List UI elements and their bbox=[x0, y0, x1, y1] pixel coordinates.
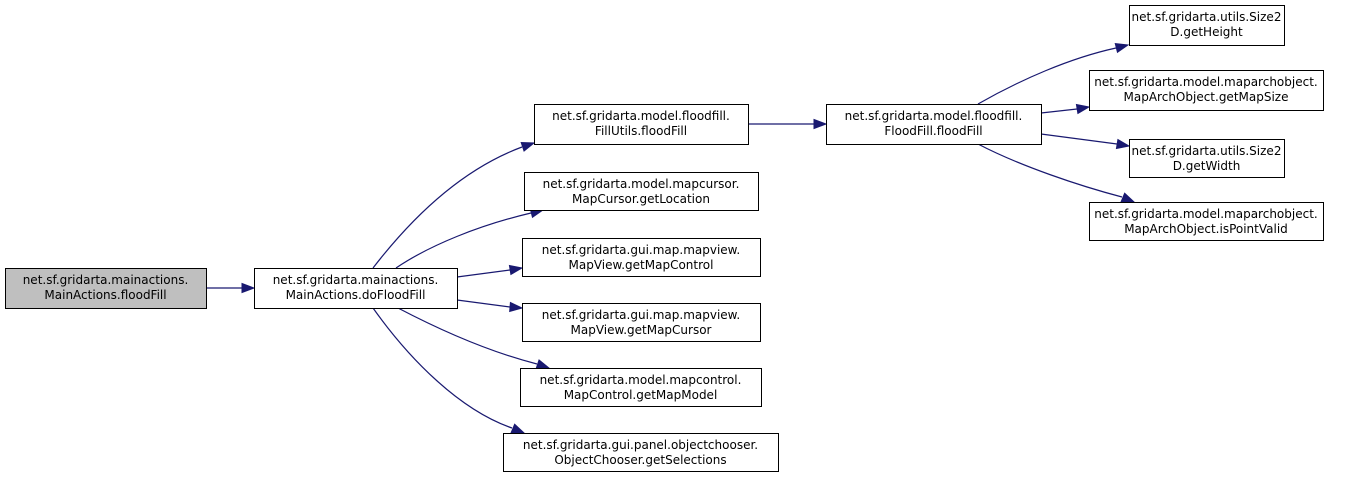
node-box[interactable] bbox=[522, 238, 761, 277]
arrowhead-icon bbox=[1114, 42, 1130, 54]
root-node[interactable]: net.sf.gridarta.mainactions.MainActions.… bbox=[5, 268, 207, 309]
node-package-label: net.sf.gridarta.model.maparchobject. bbox=[1094, 75, 1317, 89]
node-box[interactable] bbox=[534, 104, 749, 145]
node-package-label: net.sf.gridarta.model.floodfill. bbox=[845, 109, 1023, 123]
node-method-label: MapControl.getMapModel bbox=[564, 388, 718, 402]
node-method-label: D.getWidth bbox=[1173, 159, 1241, 173]
node-package-label: net.sf.gridarta.utils.Size2 bbox=[1132, 10, 1282, 24]
call-node[interactable]: net.sf.gridarta.mainactions.MainActions.… bbox=[254, 268, 458, 309]
call-node[interactable]: net.sf.gridarta.gui.map.mapview.MapView.… bbox=[522, 238, 761, 277]
edge-n1-n2 bbox=[372, 141, 536, 269]
edge-n1-n7 bbox=[372, 307, 526, 434]
node-method-label: D.getHeight bbox=[1170, 25, 1243, 39]
edge-n8-n9 bbox=[977, 42, 1130, 105]
edges-layer bbox=[206, 42, 1136, 434]
arrowhead-icon bbox=[241, 282, 256, 294]
arrowhead-icon bbox=[1075, 103, 1091, 115]
node-method-label: ObjectChooser.getSelections bbox=[554, 453, 726, 467]
node-package-label: net.sf.gridarta.utils.Size2 bbox=[1132, 144, 1282, 158]
arrowhead-icon bbox=[508, 264, 524, 276]
node-box[interactable] bbox=[503, 433, 779, 472]
edge-line bbox=[372, 146, 523, 269]
call-node[interactable]: net.sf.gridarta.model.mapcontrol.MapCont… bbox=[520, 368, 762, 407]
node-package-label: net.sf.gridarta.model.mapcontrol. bbox=[540, 373, 742, 387]
node-method-label: MapView.getMapControl bbox=[569, 258, 714, 272]
node-box[interactable] bbox=[1129, 5, 1285, 46]
edge-n0-n1 bbox=[206, 282, 256, 294]
edge-n8-n10 bbox=[1040, 103, 1091, 115]
edge-line bbox=[456, 299, 511, 308]
edge-line bbox=[456, 269, 511, 278]
edge-n1-n5 bbox=[456, 299, 524, 313]
node-package-label: net.sf.gridarta.gui.map.mapview. bbox=[542, 308, 740, 322]
arrowhead-icon bbox=[509, 301, 524, 313]
node-method-label: MapArchObject.getMapSize bbox=[1124, 90, 1289, 104]
node-box[interactable] bbox=[254, 268, 458, 309]
edge-n8-n11 bbox=[1040, 133, 1131, 150]
nodes-layer: net.sf.gridarta.mainactions.MainActions.… bbox=[5, 5, 1324, 472]
edge-line bbox=[1040, 133, 1118, 145]
call-node[interactable]: net.sf.gridarta.model.floodfill.FillUtil… bbox=[534, 104, 749, 145]
arrowhead-icon bbox=[520, 141, 536, 152]
call-node[interactable]: net.sf.gridarta.model.mapcursor.MapCurso… bbox=[524, 172, 759, 211]
edge-line bbox=[397, 307, 538, 365]
node-box[interactable] bbox=[826, 104, 1042, 145]
node-method-label: FillUtils.floodFill bbox=[595, 124, 687, 138]
node-box[interactable] bbox=[1089, 202, 1324, 241]
edge-line bbox=[977, 143, 1123, 198]
call-node[interactable]: net.sf.gridarta.model.maparchobject.MapA… bbox=[1089, 70, 1324, 111]
call-node[interactable]: net.sf.gridarta.model.floodfill.FloodFil… bbox=[826, 104, 1042, 145]
arrowhead-icon bbox=[1120, 192, 1136, 203]
arrowhead-icon bbox=[510, 423, 526, 434]
node-method-label: MapCursor.getLocation bbox=[572, 192, 710, 206]
node-box[interactable] bbox=[1129, 139, 1285, 178]
node-method-label: MapView.getMapCursor bbox=[571, 323, 712, 337]
node-box[interactable] bbox=[524, 172, 759, 211]
node-package-label: net.sf.gridarta.gui.panel.objectchooser. bbox=[523, 438, 758, 452]
node-box[interactable] bbox=[520, 368, 762, 407]
node-box[interactable] bbox=[1089, 70, 1324, 111]
node-package-label: net.sf.gridarta.model.maparchobject. bbox=[1094, 207, 1317, 221]
node-box[interactable] bbox=[5, 268, 207, 309]
arrowhead-icon bbox=[1115, 138, 1131, 150]
arrowhead-icon bbox=[535, 359, 551, 370]
node-package-label: net.sf.gridarta.model.mapcursor. bbox=[543, 177, 740, 191]
node-package-label: net.sf.gridarta.gui.map.mapview. bbox=[542, 243, 740, 257]
edge-n1-n4 bbox=[456, 264, 524, 278]
call-node[interactable]: net.sf.gridarta.gui.panel.objectchooser.… bbox=[503, 433, 779, 472]
edge-n2-n8 bbox=[748, 118, 828, 130]
edge-line bbox=[977, 47, 1117, 105]
node-method-label: MainActions.doFloodFill bbox=[286, 288, 426, 302]
call-node[interactable]: net.sf.gridarta.gui.map.mapview.MapView.… bbox=[522, 303, 761, 342]
arrowhead-icon bbox=[813, 118, 828, 130]
node-method-label: MainActions.floodFill bbox=[44, 288, 166, 302]
edge-line bbox=[395, 212, 532, 269]
edge-line bbox=[1040, 108, 1078, 114]
node-package-label: net.sf.gridarta.mainactions. bbox=[273, 273, 439, 287]
edge-n1-n6 bbox=[397, 307, 551, 370]
edge-line bbox=[372, 307, 513, 429]
node-method-label: FloodFill.floodFill bbox=[884, 124, 982, 138]
edge-n8-n12 bbox=[977, 143, 1136, 203]
node-package-label: net.sf.gridarta.model.floodfill. bbox=[552, 109, 730, 123]
node-package-label: net.sf.gridarta.mainactions. bbox=[23, 273, 189, 287]
node-box[interactable] bbox=[522, 303, 761, 342]
node-method-label: MapArchObject.isPointValid bbox=[1124, 222, 1288, 236]
call-node[interactable]: net.sf.gridarta.model.maparchobject.MapA… bbox=[1089, 202, 1324, 241]
